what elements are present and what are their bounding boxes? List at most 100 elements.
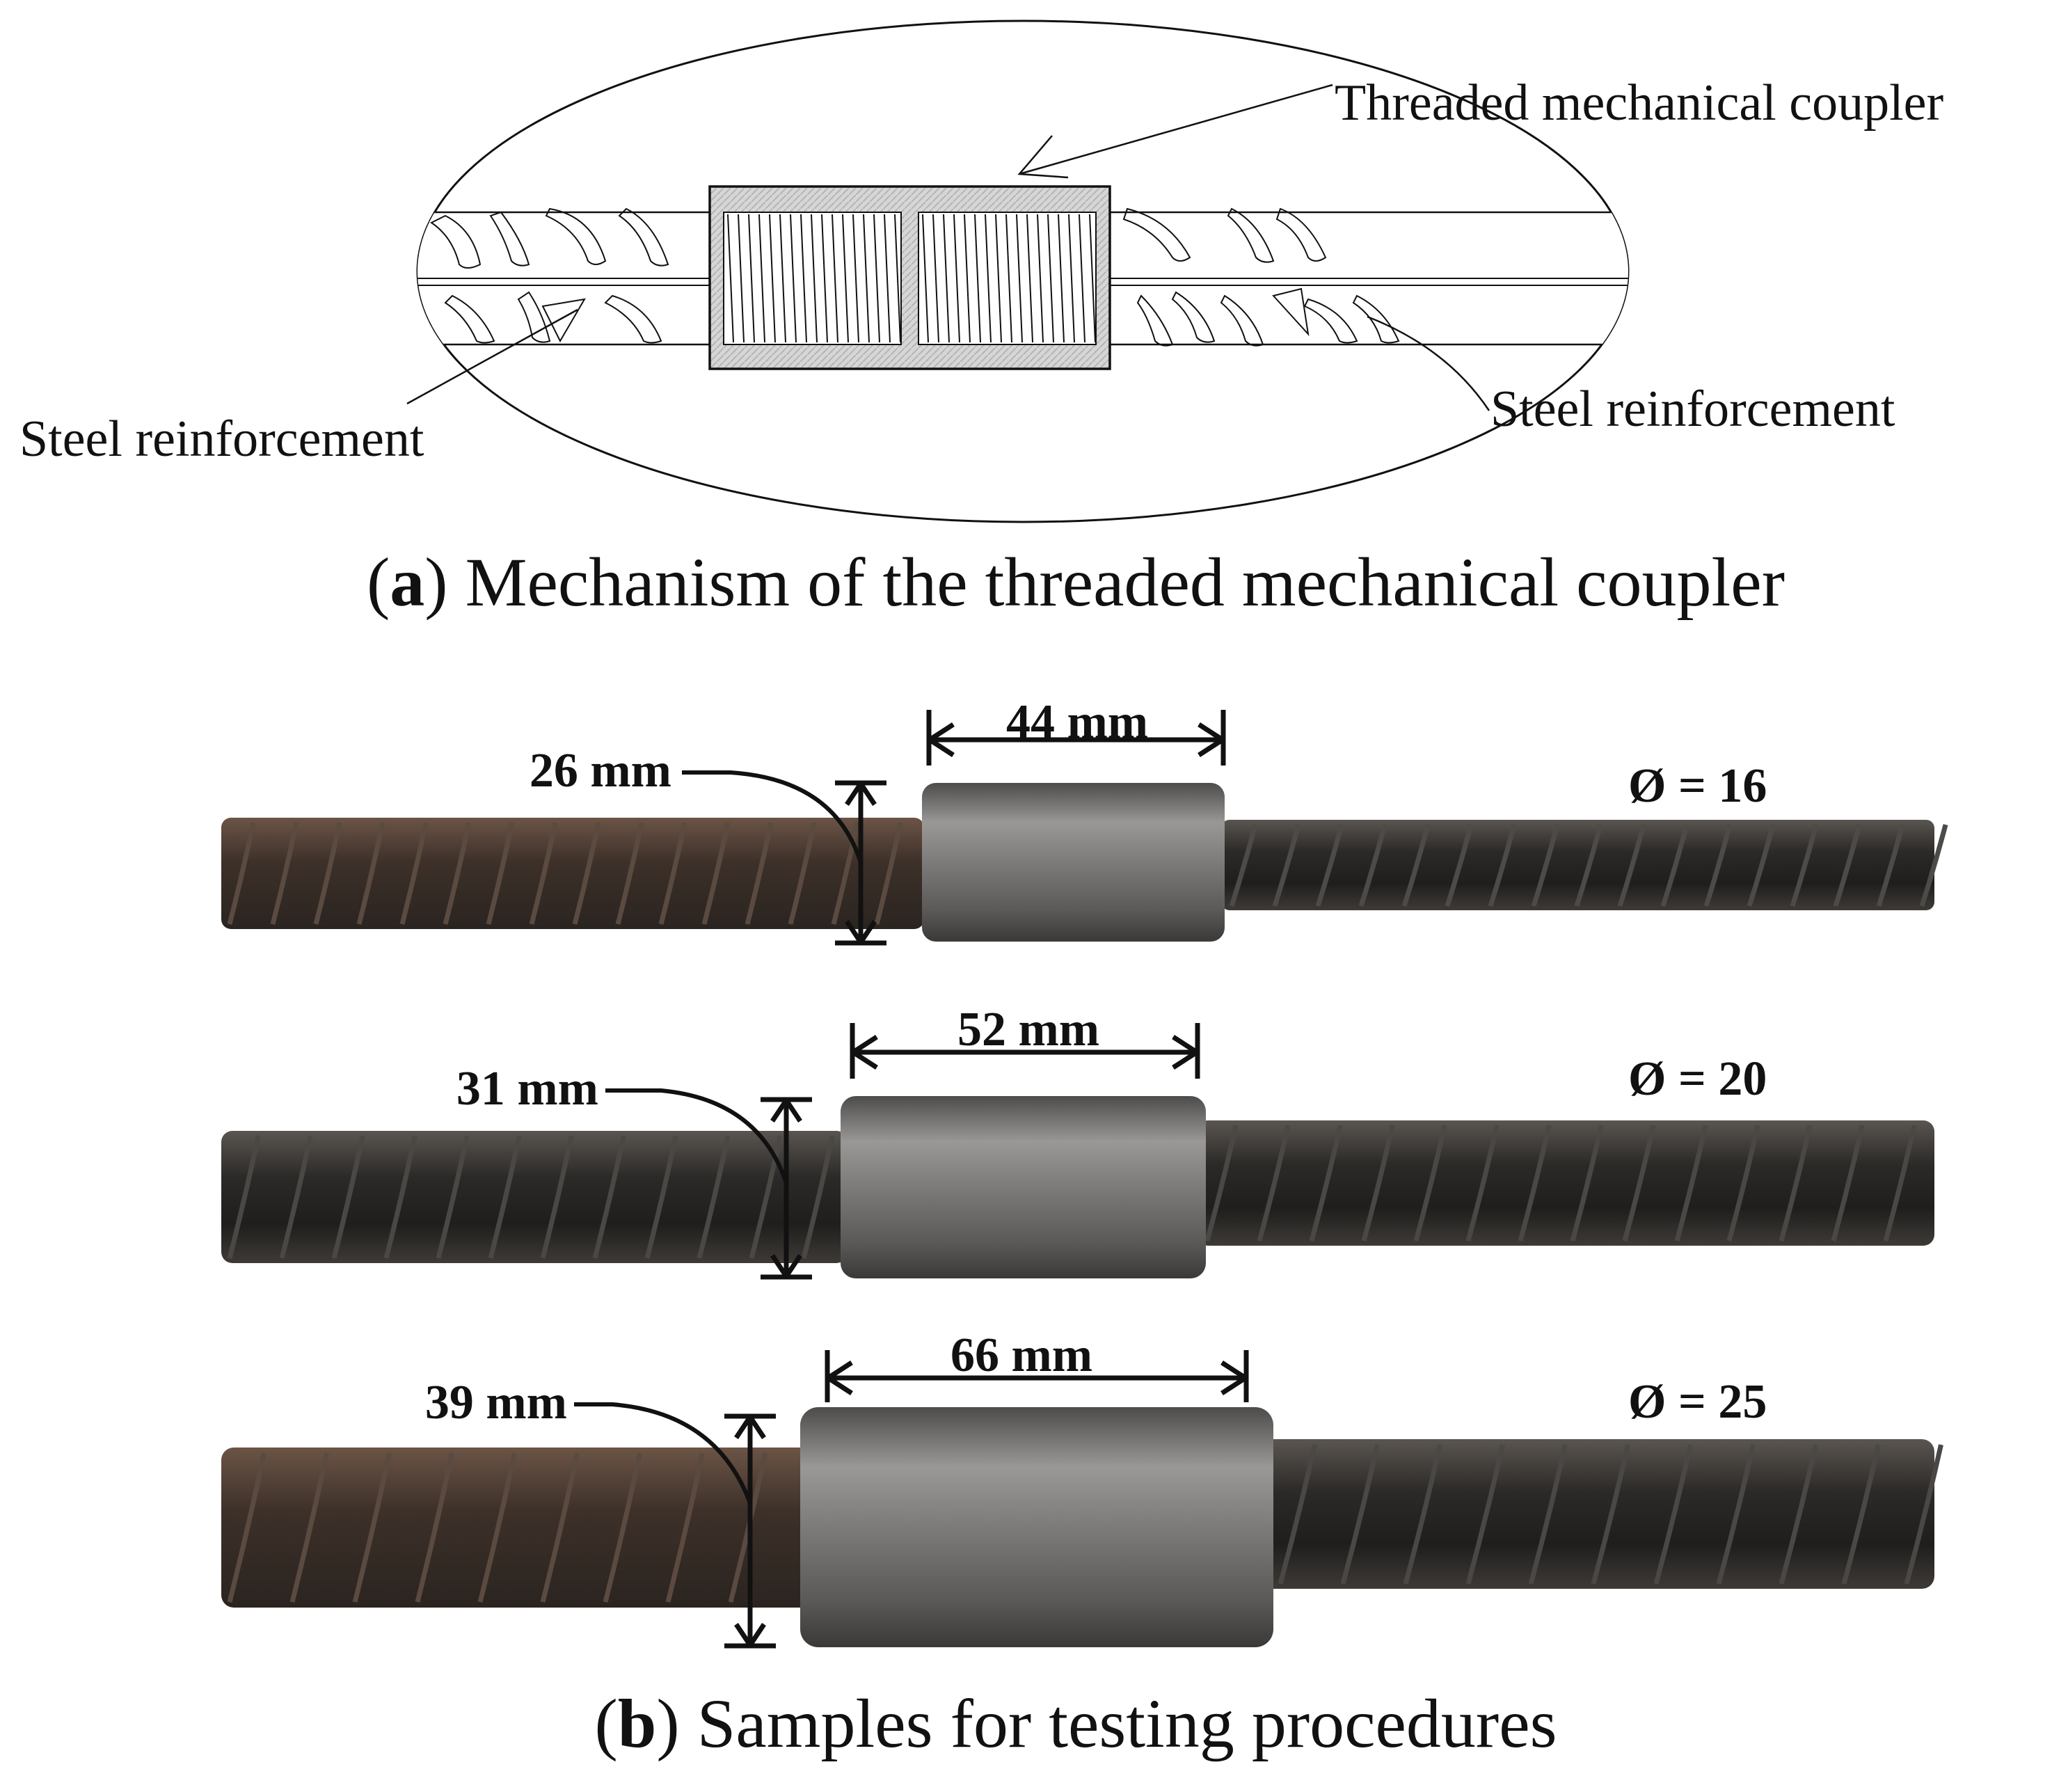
rebar-rib xyxy=(801,1135,835,1259)
caption-a: (a) Mechanism of the threaded mechanical… xyxy=(367,544,1785,621)
thread-line xyxy=(1089,214,1096,343)
rebar-rib xyxy=(615,822,644,925)
thread-line xyxy=(943,214,950,343)
sample-16-diameter-label: 26 mm xyxy=(530,744,671,798)
rebar-rib xyxy=(1841,1444,1881,1585)
sample-25-bar-left xyxy=(221,1448,820,1608)
thread-line xyxy=(769,214,776,343)
rebar-rib xyxy=(486,822,515,925)
rebar-right-drawing xyxy=(1108,207,1628,347)
sample-20-length-label: 52 mm xyxy=(957,1003,1099,1056)
rebar-rib xyxy=(701,822,731,925)
sample-16: 44 mm 26 mm Ø = 16 xyxy=(221,695,1948,946)
rebar-rib xyxy=(227,1452,267,1603)
rebar-rib xyxy=(1833,824,1862,907)
thread-line xyxy=(727,214,734,343)
thread-line xyxy=(738,214,745,343)
coupler-threads-left xyxy=(723,212,902,345)
thread-line xyxy=(842,214,849,343)
rebar-rib xyxy=(1257,1125,1291,1242)
rebar-rib xyxy=(1315,824,1344,907)
rebar-rib xyxy=(1591,1444,1630,1585)
rebar-rib xyxy=(443,822,472,925)
rebar-rib xyxy=(540,1452,580,1603)
rebar-rib xyxy=(279,1135,313,1259)
sample-25-diameter-label: 39 mm xyxy=(425,1376,567,1429)
rebar-rib xyxy=(1703,824,1733,907)
rebar-rib xyxy=(1229,824,1258,907)
sample-20-diameter-label: 31 mm xyxy=(456,1062,598,1116)
sample-25-length-label: 66 mm xyxy=(951,1329,1092,1382)
rebar-rib xyxy=(1278,1444,1317,1585)
thread-line xyxy=(1058,214,1065,343)
rebar-rib xyxy=(874,822,903,925)
rebar-label-right: Steel reinforcement xyxy=(1490,381,1895,438)
rebar-rib xyxy=(1445,824,1474,907)
rebar-rib xyxy=(1403,1444,1442,1585)
rebar-rib xyxy=(1653,1444,1693,1585)
sample-16-diameter-leader xyxy=(682,770,863,864)
caption-a-text: Mechanism of the threaded mechanical cou… xyxy=(466,544,1785,621)
thread-line xyxy=(932,214,939,343)
thread-line xyxy=(894,214,901,343)
sample-16-bar-size-label: Ø = 16 xyxy=(1628,759,1767,813)
thread-line xyxy=(873,214,880,343)
sample-25-coupler xyxy=(800,1407,1273,1647)
sample-20-bar-left xyxy=(221,1131,848,1263)
thread-line xyxy=(1079,214,1085,343)
rebar-rib xyxy=(1779,1444,1818,1585)
sample-25: 66 mm 39 mm Ø = 25 xyxy=(221,1329,1943,1649)
rebar-rib xyxy=(697,1135,731,1259)
rebar-rib xyxy=(1617,824,1646,907)
thread-line xyxy=(758,214,765,343)
thread-line xyxy=(748,214,755,343)
rebar-rib xyxy=(1779,1125,1813,1242)
rebar-rib xyxy=(1883,1125,1917,1242)
rebar-rib xyxy=(227,822,256,925)
rebar-rib xyxy=(1674,1125,1708,1242)
sample-20-coupler xyxy=(841,1096,1206,1278)
thread-line xyxy=(1068,214,1075,343)
rebar-rib xyxy=(1358,824,1387,907)
thread-line xyxy=(884,214,891,343)
rebar-rib xyxy=(1574,824,1603,907)
rebar-rib xyxy=(592,1135,626,1259)
thread-line xyxy=(832,214,838,343)
rebar-rib xyxy=(1876,824,1905,907)
rebar-rib xyxy=(1716,1444,1756,1585)
rebar-rib xyxy=(1465,1125,1500,1242)
thread-line xyxy=(811,214,818,343)
rebar-rib xyxy=(1401,824,1431,907)
sample-20: 52 mm 31 mm Ø = 20 xyxy=(221,1003,1934,1280)
coupler-threads-right xyxy=(918,212,1097,345)
rebar-rib xyxy=(603,1452,642,1603)
rebar-rib xyxy=(1340,1444,1380,1585)
thread-line xyxy=(790,214,797,343)
rebar-rib xyxy=(352,1452,392,1603)
thread-line xyxy=(1047,214,1054,343)
rebar-rib xyxy=(540,1135,574,1259)
sample-25-diameter-leader xyxy=(574,1402,752,1505)
panel-b-samples-photo: 44 mm 26 mm Ø = 16 52 mm 31 xyxy=(221,695,1948,1762)
thread-line xyxy=(953,214,960,343)
caption-b-text: Samples for testing procedures xyxy=(697,1685,1557,1762)
caption-b-letter: b xyxy=(618,1685,657,1762)
rebar-rib xyxy=(644,1135,678,1259)
rebar-rib xyxy=(270,822,299,925)
rebar-rib xyxy=(1919,824,1948,907)
thread-line xyxy=(863,214,870,343)
sample-16-bar-left xyxy=(221,818,924,929)
rebar-rib xyxy=(1361,1125,1395,1242)
rebar-rib xyxy=(313,822,342,925)
rebar-rib xyxy=(436,1135,470,1259)
rebar-rib xyxy=(1465,1444,1505,1585)
leader-rebar-right xyxy=(1367,315,1490,411)
rebar-rib xyxy=(289,1452,329,1603)
thread-line xyxy=(995,214,1002,343)
coupler-drawing xyxy=(708,185,1111,370)
thread-line xyxy=(852,214,859,343)
rebar-left-drawing xyxy=(417,207,711,346)
rebar-rib xyxy=(383,1135,417,1259)
rebar-rib xyxy=(1413,1125,1447,1242)
thread-line xyxy=(1037,214,1044,343)
